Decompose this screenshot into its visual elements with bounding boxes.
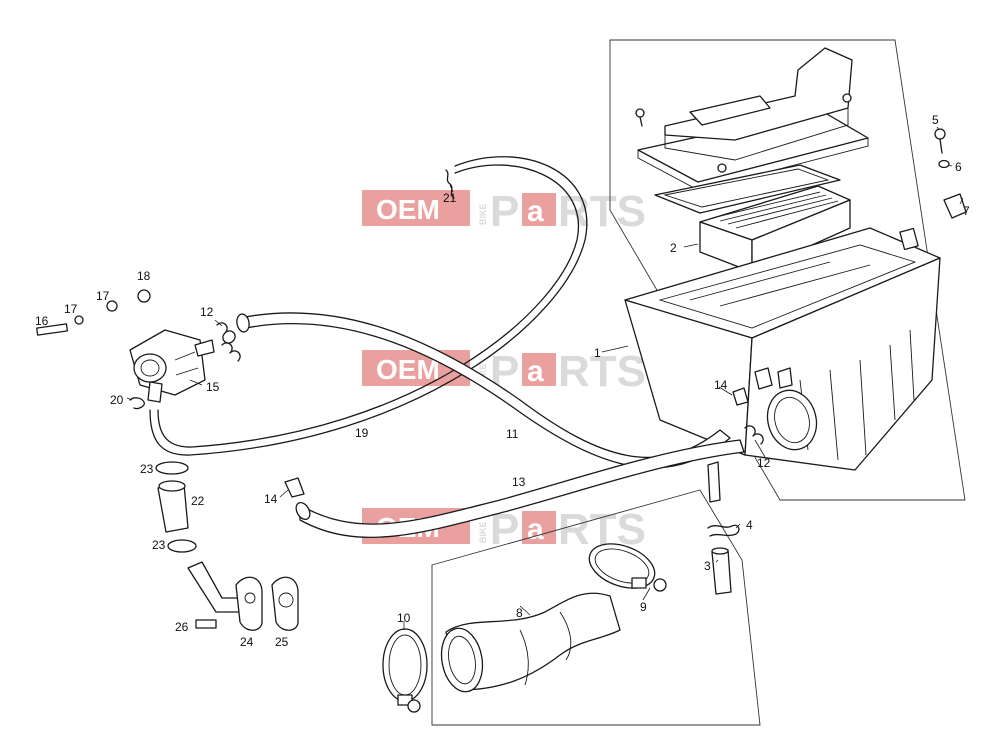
callout-7: 7 <box>963 204 970 218</box>
watermark-rts: RTS <box>558 347 646 396</box>
watermark-1: OEM BIKE P a RTS <box>362 187 646 236</box>
callout-24: 24 <box>240 635 254 649</box>
callout-16: 16 <box>35 314 49 328</box>
lid-screw <box>635 108 645 127</box>
callout-2: 2 <box>670 241 677 255</box>
intake-group-frame <box>431 489 761 726</box>
callout-4: 4 <box>746 518 753 532</box>
watermark-bike: BIKE <box>478 521 488 543</box>
clip-14-right <box>732 387 749 406</box>
intake-boot-8 <box>440 592 621 693</box>
watermark-2: OEM BIKE P a RTS <box>362 347 646 396</box>
callout-9: 9 <box>640 600 647 614</box>
screw-5 <box>934 128 946 154</box>
callout-23-top: 23 <box>140 462 154 476</box>
clip-14-left <box>284 477 305 498</box>
clip-7 <box>943 193 967 219</box>
callout-18: 18 <box>137 269 151 283</box>
callout-6: 6 <box>955 160 962 174</box>
hose-19 <box>149 156 588 456</box>
callout-10: 10 <box>397 611 411 625</box>
callout-17-right: 17 <box>96 289 110 303</box>
callout-17-left: 17 <box>64 302 78 316</box>
callout-22: 22 <box>191 494 205 508</box>
clamp-10 <box>382 628 428 713</box>
watermark-bike: BIKE <box>478 203 488 225</box>
pipe-3 <box>711 547 732 595</box>
callout-20: 20 <box>110 393 124 407</box>
callout-8: 8 <box>516 606 523 620</box>
callout-23-bottom: 23 <box>152 538 166 552</box>
filter-gasket <box>654 164 841 214</box>
watermark-rts: RTS <box>558 187 646 236</box>
callout-12-left: 12 <box>200 305 214 319</box>
callout-15: 15 <box>206 380 220 394</box>
watermark-group: OEM BIKE P a RTS OEM BIKE P a RTS OEM BI… <box>362 187 646 554</box>
clamp-21 <box>445 169 455 199</box>
watermark-3: OEM BIKE P a RTS <box>362 505 646 554</box>
bolt-26 <box>195 619 217 629</box>
callout-19: 19 <box>355 426 369 440</box>
clamp-23-top <box>155 461 189 475</box>
clamp-4 <box>707 524 740 537</box>
watermark-oem: OEM <box>376 354 440 385</box>
clamp-23-bottom <box>167 539 197 553</box>
airbox-body <box>624 227 941 503</box>
clamp-20 <box>129 397 145 410</box>
callout-25: 25 <box>275 635 289 649</box>
nut-18 <box>137 289 151 303</box>
washer-6 <box>938 159 950 169</box>
watermark-a: a <box>527 195 544 228</box>
clamp-9 <box>588 543 667 592</box>
washer-17b <box>106 300 118 312</box>
leader-lines <box>126 126 964 630</box>
clamp-12-left <box>216 322 236 344</box>
watermark-bike: BIKE <box>478 363 488 385</box>
air-valve-15 <box>129 329 215 403</box>
bolt-16 <box>36 323 69 336</box>
hose-13 <box>299 439 745 538</box>
clamp-12-right <box>744 425 764 445</box>
callout-14-left: 14 <box>264 492 278 506</box>
watermark-a-box <box>522 193 556 226</box>
filter-group-frame <box>609 39 966 501</box>
gasket-25 <box>271 576 299 631</box>
watermark-a-box <box>522 353 556 386</box>
callout-21: 21 <box>443 191 457 205</box>
flange-24 <box>235 576 263 631</box>
callout-5: 5 <box>932 113 939 127</box>
callout-labels: 1 2 3 4 5 6 7 8 9 10 11 12 12 13 14 14 1… <box>35 113 970 649</box>
callout-1: 1 <box>594 346 601 360</box>
callout-13: 13 <box>512 475 526 489</box>
washer-17a <box>74 315 84 325</box>
filter-element <box>699 185 851 273</box>
airbox-lid <box>637 47 869 191</box>
watermark-a: a <box>527 355 544 388</box>
watermark-p: P <box>490 187 519 236</box>
callout-3: 3 <box>704 559 711 573</box>
callout-12-right: 12 <box>757 456 771 470</box>
callout-14-right: 14 <box>714 378 728 392</box>
callout-26: 26 <box>175 620 189 634</box>
watermark-a: a <box>527 513 544 546</box>
callout-11: 11 <box>506 427 519 441</box>
watermark-oem: OEM <box>376 194 440 225</box>
